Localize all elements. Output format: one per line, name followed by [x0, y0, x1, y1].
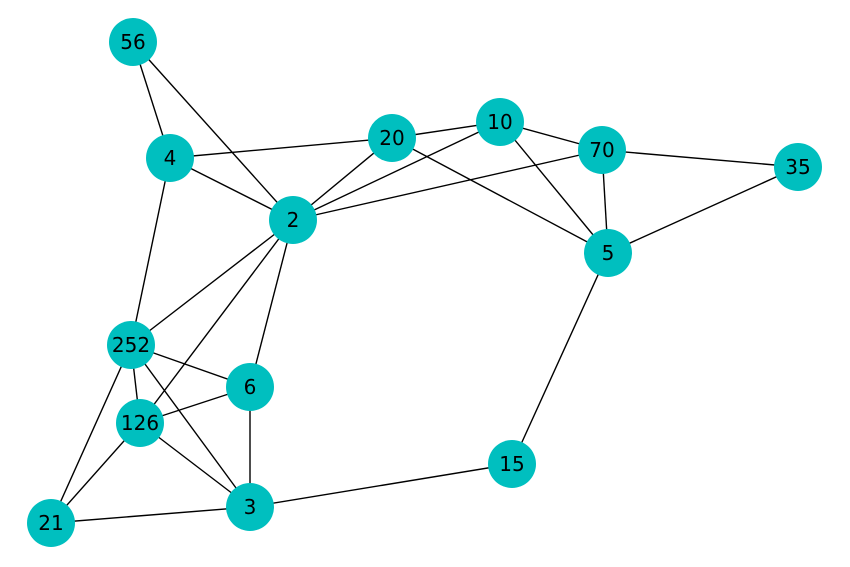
node-56: 56 [109, 18, 157, 66]
edge-35-5 [607, 166, 799, 254]
node-252: 252 [107, 321, 155, 369]
edge-4-252 [130, 157, 171, 346]
edge-10-5 [499, 121, 609, 254]
node-circle-10 [476, 98, 524, 146]
node-126: 126 [116, 399, 164, 447]
node-circle-5 [584, 229, 632, 277]
node-circle-4 [146, 134, 194, 182]
edge-252-3 [130, 344, 251, 508]
node-label-20: 20 [379, 126, 404, 150]
edge-layer [50, 41, 799, 524]
edge-2-252 [130, 219, 294, 346]
node-35: 35 [774, 143, 822, 191]
node-6: 6 [226, 363, 274, 411]
edge-56-2 [132, 41, 294, 221]
node-circle-252 [107, 321, 155, 369]
node-label-3: 3 [244, 495, 257, 519]
node-circle-20 [368, 114, 416, 162]
node-4: 4 [146, 134, 194, 182]
node-10: 10 [476, 98, 524, 146]
edge-70-2 [292, 149, 603, 221]
node-circle-21 [27, 499, 75, 547]
edge-2-6 [249, 219, 294, 388]
node-label-35: 35 [785, 155, 810, 179]
node-label-70: 70 [589, 138, 614, 162]
edge-5-15 [511, 252, 609, 465]
node-label-2: 2 [287, 208, 300, 232]
node-3: 3 [226, 483, 274, 531]
node-circle-35 [774, 143, 822, 191]
node-label-56: 56 [120, 30, 145, 54]
node-label-4: 4 [164, 146, 177, 170]
node-15: 15 [488, 440, 536, 488]
edge-10-2 [292, 121, 501, 221]
node-label-10: 10 [487, 110, 512, 134]
node-circle-15 [488, 440, 536, 488]
node-label-6: 6 [244, 375, 257, 399]
node-circle-70 [578, 126, 626, 174]
node-circle-3 [226, 483, 274, 531]
node-circle-126 [116, 399, 164, 447]
node-21: 21 [27, 499, 75, 547]
edge-2-126 [139, 219, 294, 424]
node-circle-2 [269, 196, 317, 244]
edge-4-20 [169, 137, 393, 159]
node-circle-56 [109, 18, 157, 66]
node-label-252: 252 [112, 333, 150, 357]
node-20: 20 [368, 114, 416, 162]
node-label-21: 21 [38, 511, 63, 535]
node-label-126: 126 [121, 411, 159, 435]
edge-70-35 [601, 149, 799, 168]
edge-252-21 [50, 344, 132, 524]
node-70: 70 [578, 126, 626, 174]
node-label-15: 15 [499, 452, 524, 476]
edge-3-15 [249, 463, 513, 508]
node-circle-6 [226, 363, 274, 411]
node-label-5: 5 [602, 241, 615, 265]
node-5: 5 [584, 229, 632, 277]
edge-21-3 [50, 506, 251, 524]
node-2: 2 [269, 196, 317, 244]
edge-20-5 [391, 137, 609, 254]
